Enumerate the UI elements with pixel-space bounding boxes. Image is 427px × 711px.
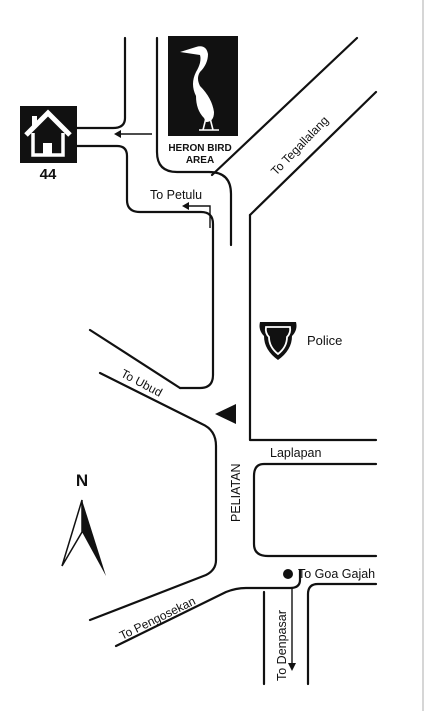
north-label: N xyxy=(76,471,88,490)
road-tegallalang-south-edge xyxy=(248,90,378,217)
road-east-main xyxy=(248,213,378,442)
police-marker: Police xyxy=(259,322,342,360)
goa-gajah-dot-icon xyxy=(283,569,293,579)
label-laplapan: Laplapan xyxy=(270,446,321,460)
heron-sign: HERON BIRD AREA xyxy=(168,36,238,166)
label-to-petulu: To Petulu xyxy=(150,188,202,202)
arrow-to-petulu-head xyxy=(182,202,189,210)
label-peliatan: PELIATAN xyxy=(229,463,243,522)
road-house-north-branch xyxy=(75,36,127,130)
north-arrow-dark-half xyxy=(82,500,106,576)
heron-sign-line1: HERON BIRD xyxy=(168,143,231,154)
north-compass: N xyxy=(61,471,106,576)
roads xyxy=(75,36,378,686)
road-heron-side xyxy=(155,36,233,247)
arrow-to-denpasar-head xyxy=(288,663,296,671)
road-laplapan-south-edge xyxy=(252,462,378,558)
police-shield-inner xyxy=(264,326,292,356)
label-to-denpasar: To Denpasar xyxy=(275,610,289,681)
label-to-pengosekan: To Pengosekan xyxy=(117,594,197,643)
road-pengosekan-south-edge xyxy=(114,568,302,648)
road-house-south-branch xyxy=(75,144,215,390)
house-marker: 44 xyxy=(20,106,77,183)
house-number: 44 xyxy=(40,166,57,183)
road-denpasar-east-edge xyxy=(306,582,378,686)
road-ubud-north-edge xyxy=(88,328,182,390)
road-ubud-south-edge xyxy=(88,371,218,622)
north-arrow-icon xyxy=(61,499,83,567)
house-icon-roof xyxy=(24,109,72,137)
house-icon-door xyxy=(43,143,52,155)
heron-bird-shape xyxy=(180,46,214,122)
label-to-goa-gajah: To Goa Gajah xyxy=(298,567,375,581)
direction-arrows xyxy=(114,130,296,671)
heron-sign-line2: AREA xyxy=(186,155,214,166)
arrow-to-petulu xyxy=(188,205,211,228)
heron-legs xyxy=(199,117,219,131)
police-label: Police xyxy=(307,333,342,348)
arrow-to-house-head xyxy=(114,130,121,138)
house-icon-chimney xyxy=(32,116,37,126)
police-shield-icon xyxy=(259,322,297,360)
road-tegallalang-north-edge xyxy=(210,36,359,177)
location-triangle-icon xyxy=(215,404,236,424)
